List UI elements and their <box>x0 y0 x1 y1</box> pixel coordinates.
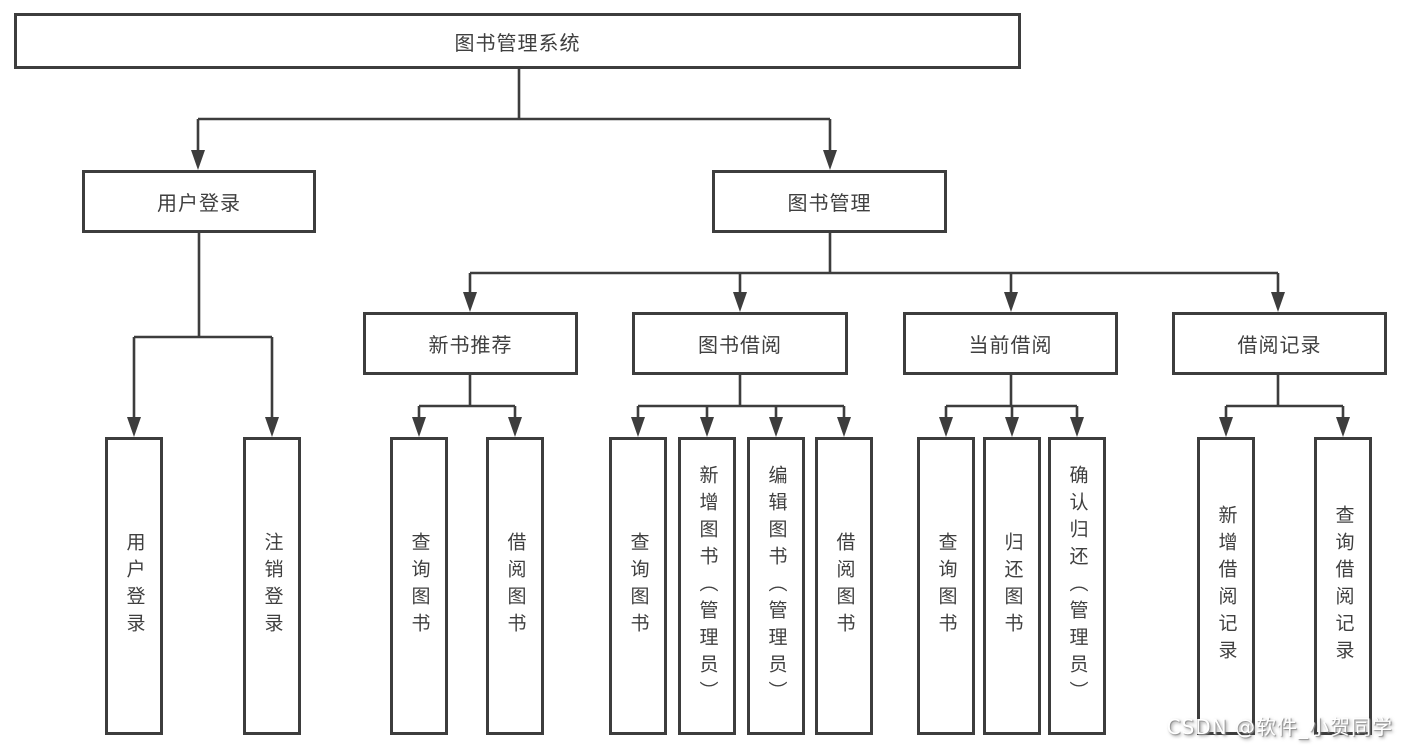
leaf-add-borrow-record: 新增借阅记录 <box>1197 437 1255 735</box>
leaf-label: 用户登录 <box>123 532 146 640</box>
leaf-user-login: 用户登录 <box>105 437 163 735</box>
leaf-label: 归还图书 <box>1001 532 1024 640</box>
connector-new-books-to-leaves <box>412 375 522 437</box>
leaf-query-books-borrow: 查询图书 <box>609 437 667 735</box>
connector-user-login-to-leaves <box>127 233 279 437</box>
connector-root-to-level2 <box>191 68 837 170</box>
node-user-login: 用户登录 <box>82 170 316 233</box>
node-new-book-recommend: 新书推荐 <box>363 312 578 375</box>
leaf-label: 查询图书 <box>935 532 958 640</box>
connector-borrow-to-leaves <box>631 375 851 437</box>
leaf-label: 借阅图书 <box>833 532 856 640</box>
leaf-label: 注销登录 <box>261 532 284 640</box>
leaf-label: 查询图书 <box>627 532 650 640</box>
node-book-borrow: 图书借阅 <box>632 312 848 375</box>
node-book-management: 图书管理 <box>712 170 947 233</box>
node-borrow-records: 借阅记录 <box>1172 312 1387 375</box>
leaf-query-books-current: 查询图书 <box>917 437 975 735</box>
connector-records-to-leaves <box>1219 375 1350 437</box>
leaf-borrow-books: 借阅图书 <box>815 437 873 735</box>
leaf-add-books-admin: 新增图书（管理员） <box>678 437 736 735</box>
leaf-label: 确认归还（管理员） <box>1066 464 1089 708</box>
leaf-confirm-return-admin: 确认归还（管理员） <box>1048 437 1106 735</box>
leaf-logout: 注销登录 <box>243 437 301 735</box>
leaf-label: 新增图书（管理员） <box>696 464 719 708</box>
connector-book-mgmt-to-level3 <box>463 233 1285 312</box>
leaf-label: 新增借阅记录 <box>1215 505 1238 667</box>
node-current-borrow: 当前借阅 <box>903 312 1118 375</box>
leaf-borrow-books-recommend: 借阅图书 <box>486 437 544 735</box>
leaf-label: 编辑图书（管理员） <box>765 464 788 708</box>
node-root-system: 图书管理系统 <box>14 13 1021 69</box>
leaf-query-books-recommend: 查询图书 <box>390 437 448 735</box>
leaf-label: 查询借阅记录 <box>1332 505 1355 667</box>
leaf-label: 借阅图书 <box>504 532 527 640</box>
leaf-query-borrow-record: 查询借阅记录 <box>1314 437 1372 735</box>
leaf-return-books: 归还图书 <box>983 437 1041 735</box>
connector-current-to-leaves <box>939 375 1084 437</box>
leaf-label: 查询图书 <box>408 532 431 640</box>
leaf-edit-books-admin: 编辑图书（管理员） <box>747 437 805 735</box>
